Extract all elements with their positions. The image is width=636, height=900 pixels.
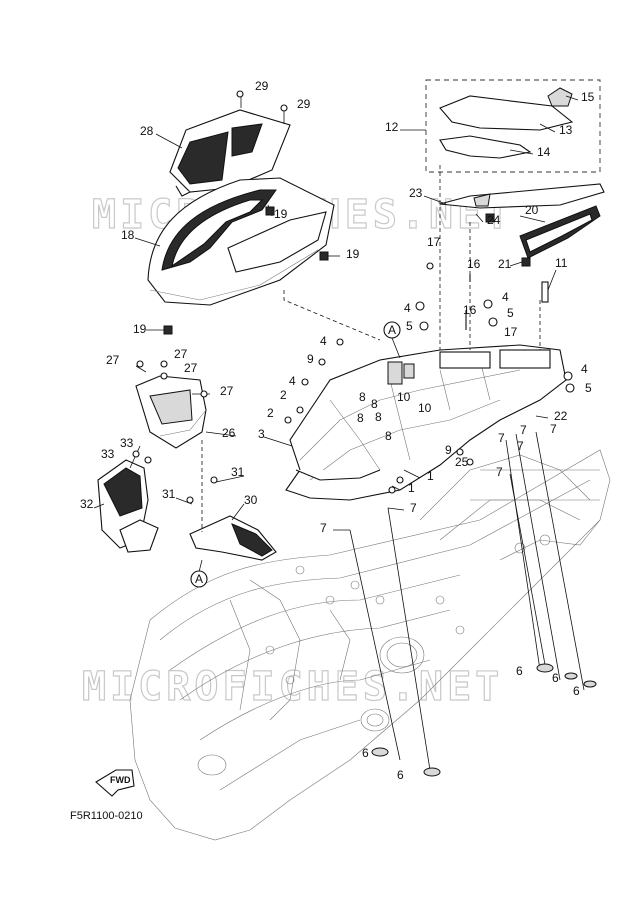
- callout-7: 7: [496, 465, 503, 479]
- part-13-lid: [439, 87, 574, 131]
- callout-19: 19: [133, 322, 147, 336]
- part-18-main-cover: [147, 177, 335, 306]
- callout-32: 32: [80, 497, 94, 511]
- callout-25: 25: [455, 455, 469, 469]
- hull-frame-outline: [129, 449, 611, 841]
- callout-33: 33: [101, 447, 115, 461]
- callout-5: 5: [507, 306, 514, 320]
- callout-6: 6: [573, 684, 580, 698]
- callout-8: 8: [357, 411, 364, 425]
- callout-6: 6: [552, 671, 559, 685]
- callout-2: 2: [280, 388, 287, 402]
- callout-12: 12: [385, 120, 399, 134]
- callout-13: 13: [559, 123, 573, 137]
- callout-7: 7: [410, 501, 417, 515]
- callout-27: 27: [220, 384, 234, 398]
- part-26-bracket: [135, 375, 207, 449]
- callout-31: 31: [162, 487, 176, 501]
- part-30-cover: [189, 515, 277, 561]
- callout-5: 5: [406, 319, 413, 333]
- callout-31: 31: [231, 465, 245, 479]
- callout-7: 7: [550, 422, 557, 436]
- callout-3: 3: [258, 427, 265, 441]
- part-23-rail: [439, 183, 605, 209]
- callout-14: 14: [537, 145, 551, 159]
- part-28-upper-cover: [169, 109, 291, 197]
- part-14-seal: [439, 135, 532, 159]
- ref-marker-a-bottom: A: [190, 570, 208, 588]
- callout-11: 11: [555, 256, 568, 270]
- callout-29: 29: [297, 97, 311, 111]
- callout-6: 6: [516, 664, 523, 678]
- callout-27: 27: [174, 347, 188, 361]
- callout-4: 4: [404, 301, 411, 315]
- callout-22: 22: [554, 409, 568, 423]
- callout-1: 1: [427, 469, 434, 483]
- callout-20: 20: [525, 203, 539, 217]
- callout-17: 17: [504, 325, 518, 339]
- drawing-code: F5R1100-0210: [70, 810, 143, 822]
- callout-7: 7: [320, 521, 327, 535]
- svg-text:A: A: [195, 572, 203, 586]
- callout-33: 33: [120, 436, 134, 450]
- callout-16: 16: [463, 303, 477, 317]
- callout-30: 30: [244, 493, 258, 507]
- callout-6: 6: [397, 768, 404, 782]
- callout-6: 6: [362, 746, 369, 760]
- ref-marker-a-top: A: [383, 321, 401, 339]
- callout-19: 19: [346, 247, 360, 261]
- callout-5: 5: [585, 381, 592, 395]
- callout-23: 23: [409, 186, 423, 200]
- part-12-kit-boundary: [425, 79, 601, 173]
- part-20-deflector: [519, 205, 601, 259]
- callout-26: 26: [222, 426, 236, 440]
- callout-2: 2: [267, 406, 274, 420]
- callout-28: 28: [140, 124, 154, 138]
- callout-27: 27: [106, 353, 120, 367]
- part-32-side-bracket: [97, 459, 159, 553]
- callout-18: 18: [121, 228, 135, 242]
- callout-27: 27: [184, 361, 198, 375]
- watermark-bottom: MICROFICHES.NET: [82, 664, 503, 710]
- callout-4: 4: [289, 374, 296, 388]
- fwd-label: FWD: [110, 775, 131, 785]
- callout-15: 15: [581, 90, 595, 104]
- callout-8: 8: [371, 397, 378, 411]
- callout-9: 9: [307, 352, 314, 366]
- callout-4: 4: [502, 290, 509, 304]
- callout-7: 7: [520, 423, 527, 437]
- fwd-arrow-icon: FWD: [95, 769, 135, 797]
- callout-4: 4: [581, 362, 588, 376]
- callout-16: 16: [467, 257, 481, 271]
- callout-19: 19: [274, 207, 288, 221]
- callout-24: 24: [487, 213, 501, 227]
- callout-17: 17: [427, 235, 441, 249]
- callout-8: 8: [359, 390, 366, 404]
- callout-21: 21: [498, 257, 512, 271]
- callout-9: 9: [445, 443, 452, 457]
- part-3-main-tray: [285, 344, 567, 501]
- callout-1: 1: [408, 481, 415, 495]
- callout-7: 7: [517, 439, 524, 453]
- callout-10: 10: [418, 401, 432, 415]
- callout-4: 4: [320, 334, 327, 348]
- callout-29: 29: [255, 79, 269, 93]
- callout-8: 8: [385, 429, 392, 443]
- callout-7: 7: [498, 431, 505, 445]
- callout-10: 10: [397, 390, 411, 404]
- svg-text:A: A: [388, 323, 396, 337]
- fasteners: [132, 90, 597, 777]
- callout-8: 8: [375, 410, 382, 424]
